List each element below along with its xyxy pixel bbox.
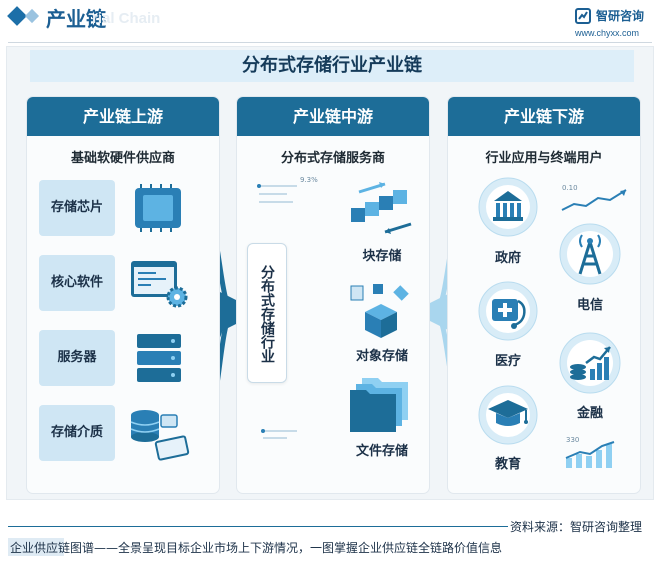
upstream-item: 存储芯片 [39, 180, 115, 236]
decor-lines-icon [261, 429, 297, 439]
header-watermark: rial Chain [92, 10, 161, 27]
upstream-item: 核心软件 [39, 255, 115, 311]
industry-label: 分布式存储行业 [259, 265, 275, 363]
main-title-bar: 分布式存储行业产业链 [30, 50, 634, 82]
disk-ssd-icon [130, 410, 190, 461]
midstream-item: 块存储 [362, 249, 402, 264]
downstream-item: 金融 [576, 406, 603, 421]
upstream-item: 服务器 [39, 330, 115, 386]
coins-chart-icon [559, 332, 621, 394]
blocks-icon [351, 182, 412, 234]
decor-lines-icon [257, 184, 297, 203]
medical-kit-icon [478, 281, 538, 341]
footer-tag [8, 538, 64, 556]
upstream-title: 产业链上游 [27, 97, 219, 136]
midstream-title: 产业链中游 [237, 97, 429, 136]
chip-icon [135, 184, 181, 232]
downstream-title: 产业链下游 [448, 97, 640, 136]
downstream-item: 电信 [576, 298, 603, 313]
downstream-item: 政府 [494, 251, 521, 266]
source-divider [8, 526, 508, 527]
downstream-subtitle: 行业应用与终端用户 [485, 151, 603, 166]
logo-name: 智研咨询 [596, 9, 645, 23]
midstream-subtitle: 分布式存储服务商 [280, 151, 385, 166]
page-title: 产业链 [46, 7, 106, 31]
industry-box: 分布式存储行业 [247, 243, 287, 383]
downstream-item: 教育 [494, 457, 521, 472]
decor-chart-label: 9.3% [300, 176, 318, 184]
header-divider [8, 42, 652, 43]
source-note: 资料来源：智研咨询整理 [510, 520, 643, 534]
midstream-item: 文件存储 [355, 444, 408, 459]
trend-line-icon [561, 189, 627, 211]
downstream-column: 产业链下游 行业应用与终端用户 [448, 97, 640, 493]
main-title: 分布式存储行业产业链 [242, 55, 422, 76]
server-rack-icon [137, 334, 181, 382]
midstream-item: 对象存储 [355, 349, 408, 364]
upstream-column: 产业链上游 基础软硬件供应商 存储芯片 核心软件 服务器 存储介质 [27, 97, 219, 493]
code-window-gear-icon [131, 261, 188, 308]
decor-chart-label: 0.10 [562, 184, 578, 192]
graduation-cap-icon [478, 385, 538, 445]
upstream-item: 存储介质 [39, 405, 115, 461]
downstream-item: 医疗 [494, 354, 521, 369]
decor-chart-label: 330 [566, 436, 580, 444]
logo-icon [575, 8, 591, 24]
upstream-subtitle: 基础软硬件供应商 [70, 151, 175, 166]
signal-tower-icon [559, 223, 621, 285]
logo-url: www.chyxx.com [575, 28, 640, 38]
footer-text: 企业供应链图谱——全景呈现目标企业市场上下游情况，一图掌握企业供应链全链路价值信… [10, 541, 503, 555]
object-box-icon [350, 284, 409, 338]
bar-chart-icon [565, 441, 615, 468]
folders-icon [350, 378, 408, 432]
government-building-icon [478, 177, 538, 237]
